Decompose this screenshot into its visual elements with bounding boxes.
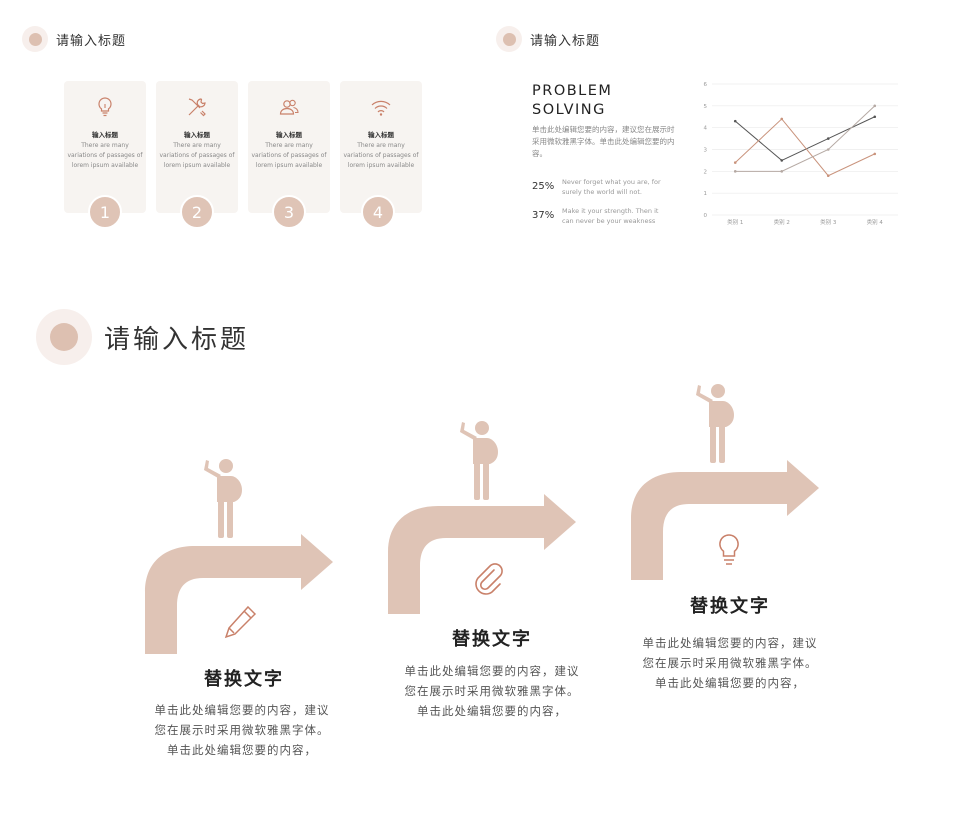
series-point [873,104,877,108]
card-title: 输入标题 [92,131,118,139]
card-4: 输入标题 There are many variations of passag… [340,81,422,213]
desc-line: 单击此处编辑您要的内容， [167,743,317,757]
wifi-icon [371,100,391,116]
title-line-2: SOLVING [532,102,606,118]
stat-text: Make it your strength. Then it can never… [562,207,659,225]
series-point [733,170,737,173]
header-dot-icon [496,26,522,52]
y-tick-label: 0 [704,213,708,219]
y-tick-label: 2 [704,169,708,175]
card-desc: There are many variations of passages of… [159,142,235,169]
card-title: 输入标题 [184,131,210,139]
person-pointing-icon [460,421,498,500]
x-tick-label: 类别 1 [727,218,743,226]
lightbulb-icon [98,97,112,117]
stat-1: 25% Never forget what you are, for surel… [532,178,672,197]
header-dot-icon [22,26,48,52]
section-header-left: 请输入标题 [22,26,126,52]
title-line-1: PROBLEM [532,83,613,99]
card-2: 输入标题 There are many variations of passag… [156,81,238,213]
header-title: 请输入标题 [104,324,250,355]
stat-percent: 37% [532,210,555,221]
step-desc-3: 单击此处编辑您要的内容，建议 您在展示时采用微软雅黑字体。 单击此处编辑您要的内… [610,633,850,693]
desc-line: 单击此处编辑您要的内容， [655,676,805,690]
y-tick-label: 3 [704,148,708,154]
section-header-right: 请输入标题 [496,26,600,52]
series-point [780,159,784,162]
tools-icon [188,98,206,117]
desc-line: 单击此处编辑您要的内容， [417,704,567,718]
desc-line: 单击此处编辑您要的内容，建议 [642,636,818,650]
step-desc-1: 单击此处编辑您要的内容，建议 您在展示时采用微软雅黑字体。 单击此处编辑您要的内… [122,700,362,760]
series-point [873,115,877,119]
step-title-1: 替换文字 [204,669,284,690]
lightbulb-icon [719,534,739,565]
section-header-main: 请输入标题 [36,309,249,365]
person-pointing-icon [696,384,734,463]
chart-series [733,104,877,177]
card-title: 输入标题 [276,131,302,139]
chart-x-ticks: 类别 1 类别 2 类别 3 类别 4 [727,218,883,226]
turn-arrow-shape [388,494,576,614]
desc-line: 单击此处编辑您要的内容，建议 [154,703,330,717]
series-line-1 [734,116,875,162]
card-desc: There are many variations of passages of… [67,142,143,169]
y-tick-label: 6 [704,82,708,88]
users-icon [279,99,299,115]
step-title-2: 替换文字 [452,629,532,650]
problem-solving-title: PROBLEM SOLVING [532,82,652,120]
series-point [873,152,877,156]
step-number-4: 4 [361,195,395,229]
desc-line: 单击此处编辑您要的内容，建议 [404,664,580,678]
stat-text: Never forget what you are, for surely th… [562,178,661,196]
card-title: 输入标题 [368,131,394,139]
step-number-2: 2 [180,195,214,229]
pencil-icon [224,605,257,639]
x-tick-label: 类别 3 [820,218,837,226]
header-title: 请输入标题 [530,33,601,49]
line-chart: 0 1 2 3 4 5 6 类别 1 类别 2 类别 3 类别 4 [704,82,898,226]
series-point [780,170,784,173]
header-dot-icon [36,309,92,365]
stat-percent: 25% [532,181,555,192]
x-tick-label: 类别 4 [867,218,884,226]
stat-2: 37% Make it your strength. Then it can n… [532,207,672,226]
step-desc-2: 单击此处编辑您要的内容，建议 您在展示时采用微软雅黑字体。 单击此处编辑您要的内… [372,661,612,721]
turn-arrow-shape [631,460,819,580]
y-tick-label: 5 [704,104,708,110]
desc-line: 您在展示时采用微软雅黑字体。 [642,656,818,670]
card-1: 输入标题 There are many variations of passag… [64,81,146,213]
series-point [826,137,830,140]
series-point [780,117,784,121]
step-title-3: 替换文字 [690,596,770,617]
series-point [733,119,737,123]
step-number-1: 1 [88,195,122,229]
card-desc: There are many variations of passages of… [251,142,327,169]
y-tick-label: 4 [704,126,708,132]
card-3: 输入标题 There are many variations of passag… [248,81,330,213]
chart-y-ticks: 0 1 2 3 4 5 6 [704,82,708,219]
series-line-3 [735,105,876,172]
series-point [826,148,830,151]
step-number-3: 3 [272,195,306,229]
header-title: 请输入标题 [56,33,127,49]
series-line-2 [734,118,875,177]
series-point [733,161,737,164]
card-desc: There are many variations of passages of… [343,142,419,169]
turn-arrow-shape [145,534,333,654]
person-pointing-icon [204,459,242,538]
problem-desc: 单击此处编辑您要的内容，建议您在展示时采用微软雅黑字体。单击此处编辑您要的内容。 [532,125,675,158]
x-tick-label: 类别 2 [774,218,790,226]
desc-line: 您在展示时采用微软雅黑字体。 [154,723,330,737]
paperclip-icon [475,563,503,595]
y-tick-label: 1 [704,191,708,197]
desc-line: 您在展示时采用微软雅黑字体。 [404,684,580,698]
series-point [826,174,830,177]
